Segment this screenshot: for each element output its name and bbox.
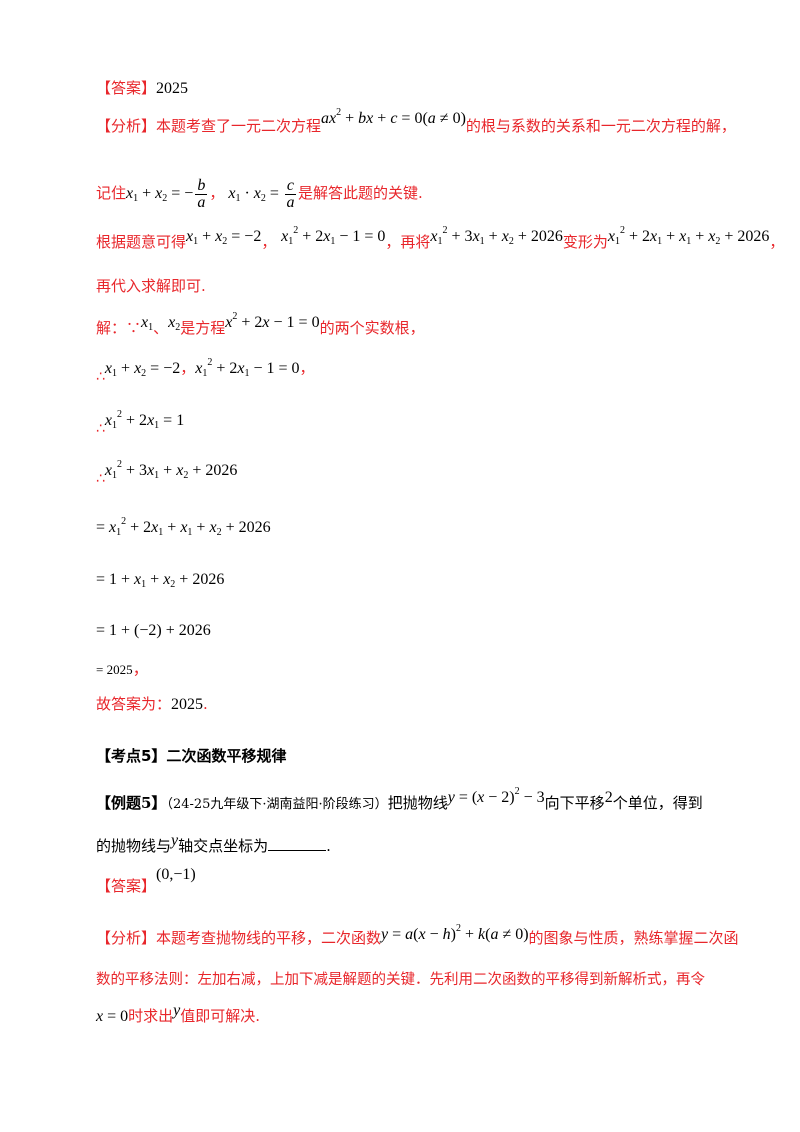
- example-5-line-2: 的抛物线与y轴交点坐标为.: [96, 832, 331, 855]
- therefore-symbol: ∴: [96, 369, 105, 385]
- analysis-line-4: 再代入求解即可.: [96, 277, 206, 295]
- example-label: 【例题5】: [96, 794, 167, 812]
- final-answer-line: 故答案为：2025.: [96, 695, 208, 713]
- solution-intro: 解：∵x1、x2是方程x2 + 2x − 1 = 0的两个实数根，: [96, 311, 425, 337]
- answer-label: 【答案】: [96, 877, 157, 895]
- answer-blank[interactable]: [268, 836, 327, 851]
- analysis-line-3: 根据题意可得x1 + x2 = −2， x12 + 2x1 − 1 = 0，再将…: [96, 225, 785, 251]
- analysis-5-line-1: 【分析】本题考查抛物线的平移，二次函数y = a(x − h)2 + k(a ≠…: [96, 923, 739, 947]
- math-quadratic-general: ax2 + bx + c = 0(a ≠ 0): [321, 107, 466, 127]
- solution-step-2: ∴x12 + 2x1 = 1: [96, 409, 185, 437]
- solution-step-5: = 1 + x1 + x2 + 2026: [96, 571, 225, 590]
- analysis-5-line-2: 数的平移法则：左加右减，上加下减是解题的关键．先利用二次函数的平移得到新解析式，…: [96, 972, 705, 988]
- answer-line-5: 【答案】(0,−1): [96, 866, 196, 897]
- solution-step-3: ∴x12 + 3x1 + x2 + 2026: [96, 459, 238, 487]
- analysis-label: 【分析】: [96, 117, 157, 135]
- solution-step-1: ∴x1 + x2 = −2，x12 + 2x1 − 1 = 0，: [96, 357, 315, 385]
- example-5-line-1: 【例题5】（24-25九年级下·湖南益阳·阶段练习）把抛物线y = (x − 2…: [96, 786, 703, 812]
- answer-label: 【答案】: [96, 79, 157, 97]
- solution-step-4: = x12 + 2x1 + x1 + x2 + 2026: [96, 516, 271, 538]
- answer-value: (0,−1): [156, 866, 196, 883]
- analysis-line-1: 【分析】本题考查了一元二次方程ax2 + bx + c = 0(a ≠ 0)的根…: [96, 107, 736, 135]
- answer-line-1: 【答案】2025: [96, 78, 188, 99]
- therefore-symbol: ∴: [96, 471, 105, 487]
- solution-step-6: = 1 + (−2) + 2026: [96, 622, 211, 639]
- section-title-5: 【考点5】二次函数平移规律: [96, 747, 287, 765]
- therefore-symbol: ∴: [96, 421, 105, 437]
- answer-value: 2025: [156, 80, 189, 97]
- solution-step-7: = 2025，: [96, 661, 149, 678]
- analysis-label: 【分析】: [96, 929, 157, 947]
- analysis-5-line-3: x = 0时求出y值即可解决.: [96, 1002, 261, 1025]
